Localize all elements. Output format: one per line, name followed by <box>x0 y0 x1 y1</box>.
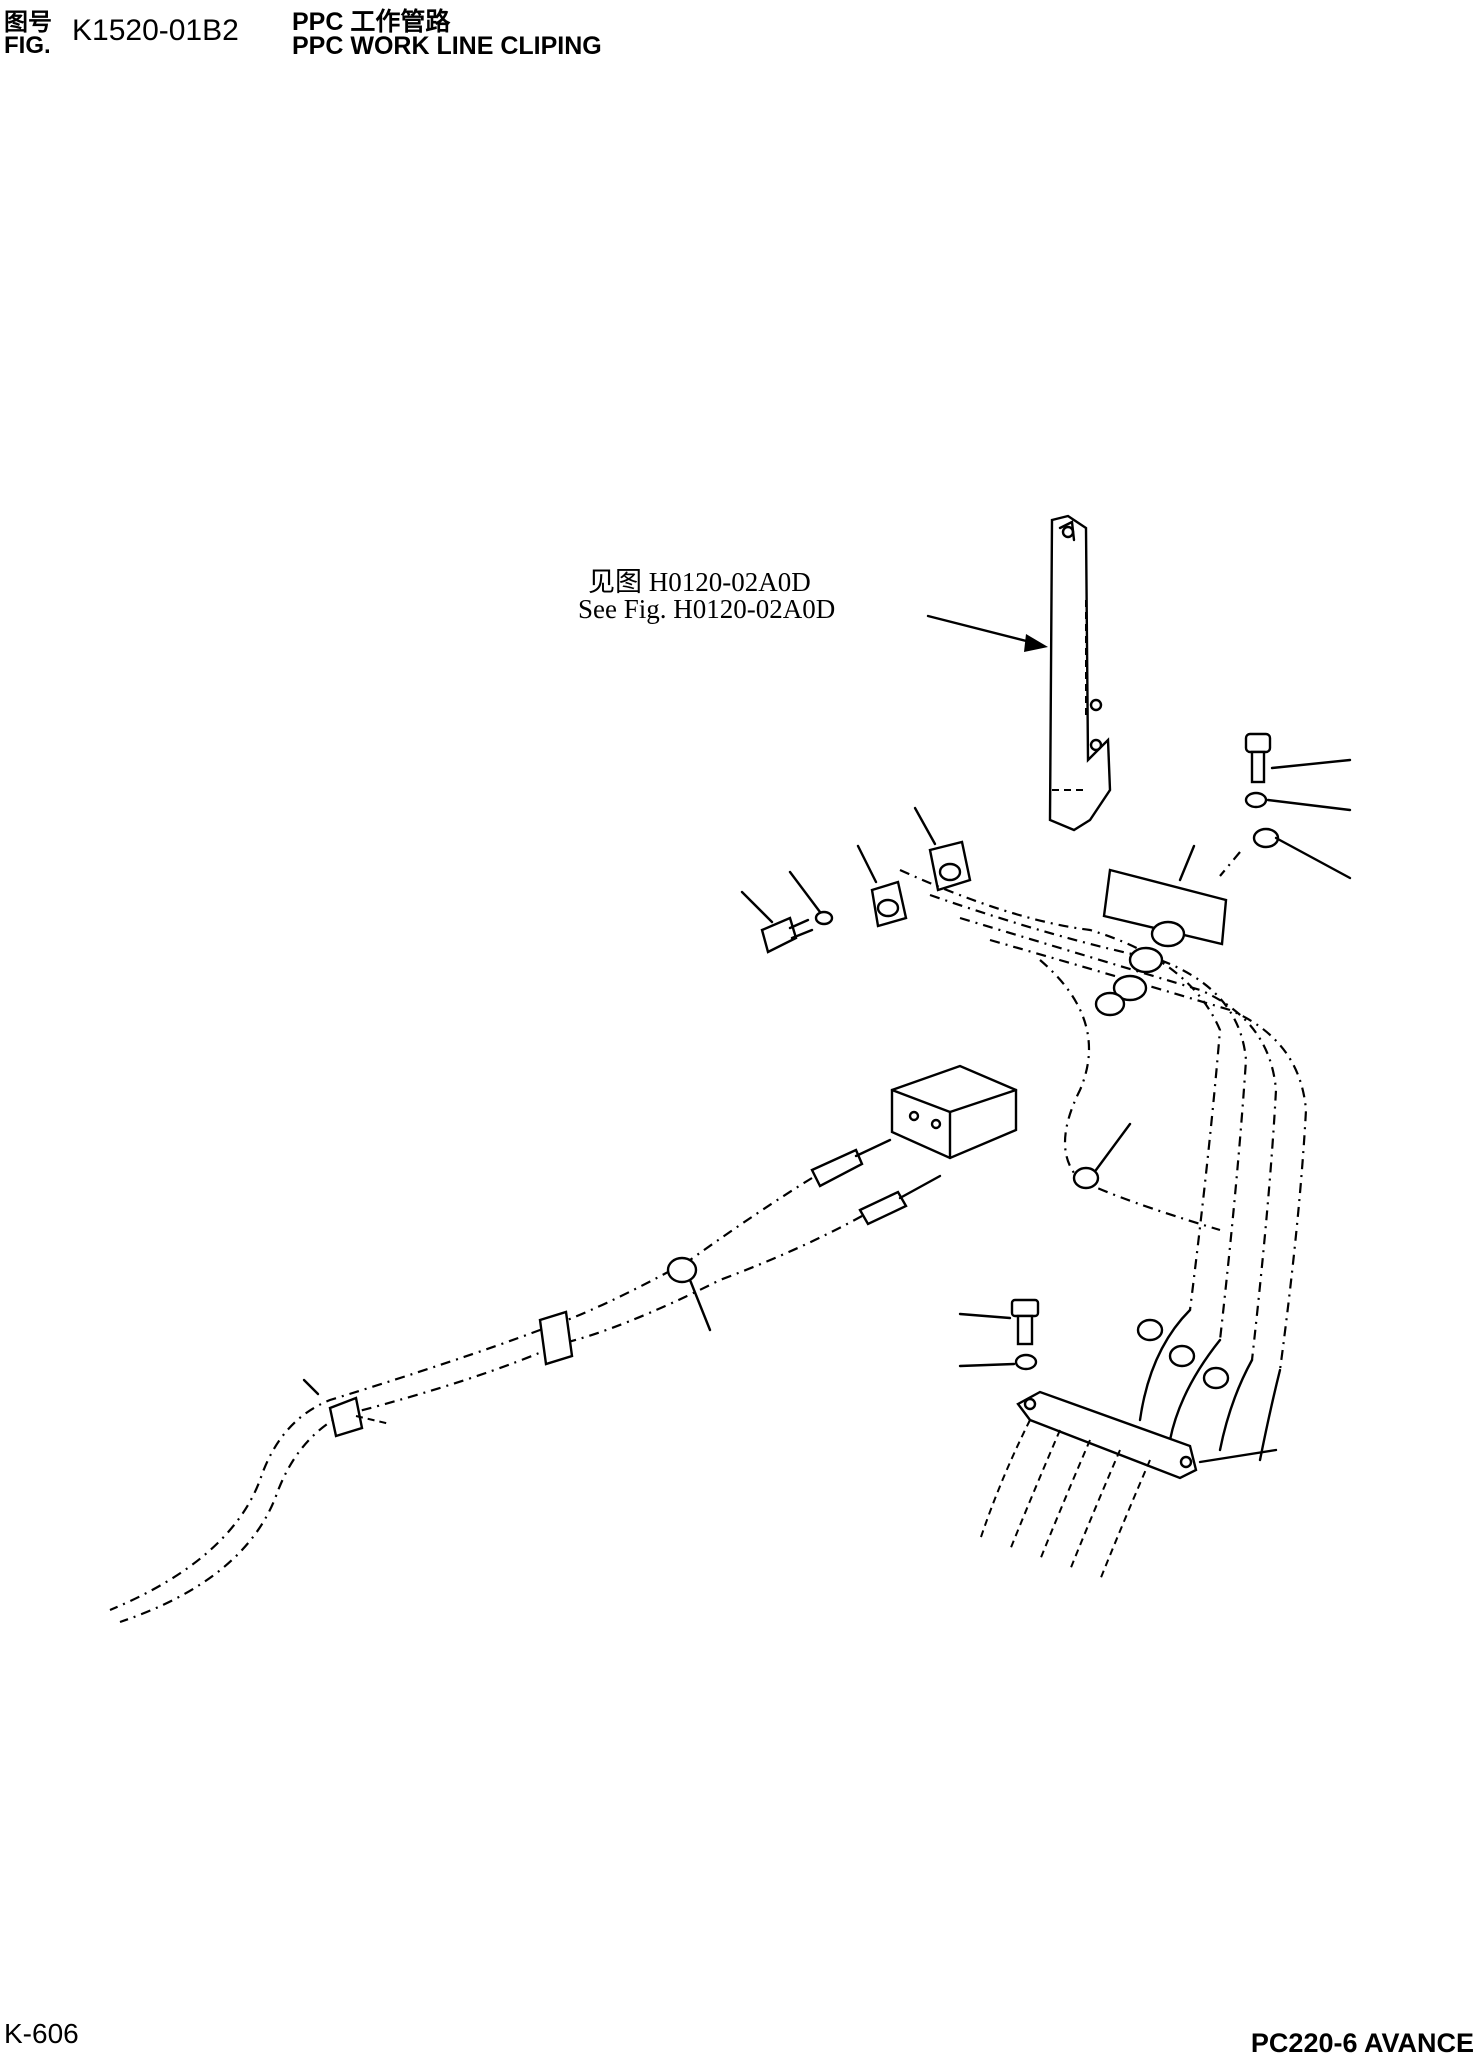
hose-bundle-lower <box>979 1419 1151 1581</box>
clamp-left <box>856 844 908 928</box>
hose-route-left <box>109 1177 863 1624</box>
clip-upper-right <box>1219 827 1352 880</box>
reference-note-english: See Fig. H0120-02A0D <box>578 594 836 624</box>
hose-guard <box>538 1310 574 1366</box>
bolt-lower <box>958 1298 1040 1346</box>
hose-clip-mid <box>666 1256 712 1332</box>
page-number: K-606 <box>4 2018 79 2049</box>
hose-loop-center <box>1039 959 1221 1232</box>
machine-model: PC220-6 AVANCE <box>1250 2028 1474 2058</box>
washer-upper-right <box>1244 791 1352 812</box>
hose-bundle-right <box>899 868 1308 1462</box>
title-english: PPC WORK LINE CLIPING <box>292 32 602 60</box>
hose-fittings <box>1094 920 1230 1390</box>
figure-label-chinese: 图号 <box>4 9 52 36</box>
pressure-sensor-upper <box>810 1138 892 1188</box>
valve-block <box>890 1064 1018 1160</box>
hose-clip-left <box>302 1378 391 1438</box>
mounting-bracket <box>1048 514 1112 832</box>
bolt-left <box>740 890 814 954</box>
figure-number: K1520-01B2 <box>72 14 239 47</box>
washer-left <box>788 870 834 926</box>
washer-lower <box>958 1353 1038 1371</box>
pressure-sensor-lower <box>858 1174 942 1226</box>
bolt-upper-right <box>1244 732 1352 784</box>
reference-note-chinese: 见图 H0120-02A0D <box>588 567 811 597</box>
reference-arrow <box>926 614 1048 652</box>
hose-block <box>1102 844 1228 946</box>
clamp-upper <box>913 806 972 892</box>
title-chinese: PPC 工作管路 <box>292 8 451 36</box>
figure-label: FIG. <box>4 32 51 59</box>
